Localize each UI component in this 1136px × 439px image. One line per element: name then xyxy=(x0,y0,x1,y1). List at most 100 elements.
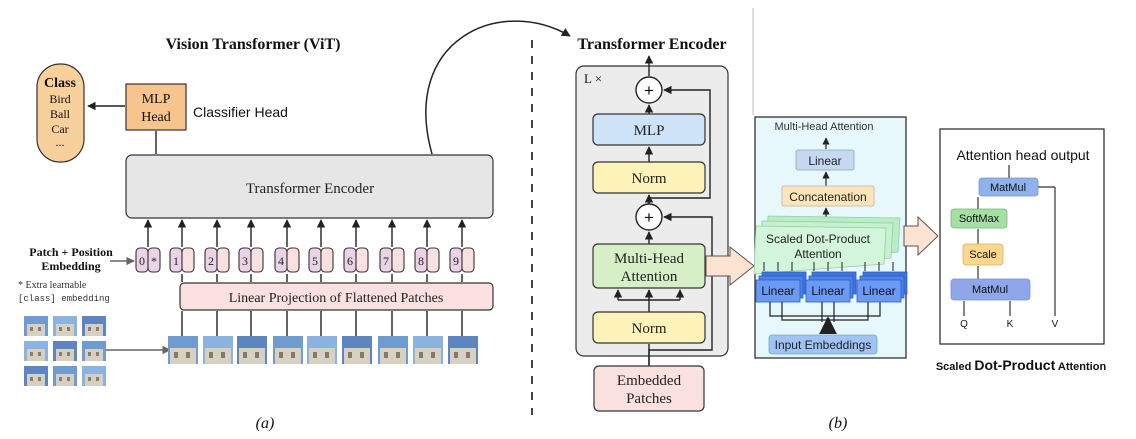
embedded-patches-box xyxy=(593,365,705,412)
thumb-window xyxy=(30,352,33,356)
patch-window xyxy=(174,352,178,358)
class-item: ... xyxy=(56,135,65,149)
patch-embedding xyxy=(147,247,161,273)
zoom-arrow-head xyxy=(903,215,939,257)
image-patch-thumbnail xyxy=(53,316,77,336)
classifier-head-label: Classifier Head xyxy=(193,104,288,120)
token-index: 6 xyxy=(347,254,353,268)
flattened-patch xyxy=(448,311,478,364)
sdpa-slab-front xyxy=(753,225,887,275)
patch-building xyxy=(415,348,441,364)
thumb-window xyxy=(38,377,41,381)
patch-window xyxy=(396,352,400,358)
patch-window xyxy=(255,352,259,358)
flattened-patch xyxy=(273,311,303,364)
mha-box xyxy=(592,243,706,289)
patch-building xyxy=(205,348,231,364)
patch-building xyxy=(309,348,335,364)
patch-window xyxy=(325,352,329,358)
mha-label-line2: Attention xyxy=(621,269,678,285)
image-patch-thumbnail xyxy=(24,341,48,361)
image-patch-thumbnail xyxy=(24,316,48,336)
thumb-window xyxy=(59,327,62,331)
add-symbol-top: + xyxy=(644,81,654,100)
norm-box-top xyxy=(592,161,706,194)
scale-box xyxy=(962,243,1004,266)
add-circle-top xyxy=(635,76,663,104)
mha-linear-top xyxy=(795,149,855,171)
patch-embedding xyxy=(181,247,195,273)
matmul-bottom-label: MatMul xyxy=(972,284,1008,296)
scale-label: Scale xyxy=(969,249,997,261)
extra-note-line1: * Extra learnable xyxy=(18,280,87,291)
patch-embedding xyxy=(320,247,334,273)
input-image-grid xyxy=(24,316,106,386)
linear-layer-label: Linear xyxy=(862,284,895,298)
vit-encoder-label: Transformer Encoder xyxy=(246,181,374,197)
input-embeddings-label: Input Embeddings xyxy=(775,338,872,352)
mlp-head-box xyxy=(125,83,187,131)
class-title: Class xyxy=(44,76,76,91)
flattened-patch xyxy=(168,311,198,364)
token-pair: 1 xyxy=(169,219,195,282)
thumb-building xyxy=(85,324,103,336)
flattened-patches-row xyxy=(168,311,478,364)
patch-window xyxy=(466,352,470,358)
embedded-patches-line1: Embedded xyxy=(617,373,682,389)
token-pair: 8 xyxy=(414,219,440,282)
caption-suffix: Attention xyxy=(1055,361,1106,373)
mha-panel-title: Multi-Head Attention xyxy=(774,121,873,133)
patch-window xyxy=(279,352,283,358)
matmul-bottom-box xyxy=(950,278,1031,301)
residual-connection-top xyxy=(648,85,711,203)
repeat-label: L × xyxy=(584,71,602,86)
image-patch-thumbnail xyxy=(53,366,77,386)
patch-building xyxy=(275,348,301,364)
concat-label: Concatenation xyxy=(789,190,866,204)
token-index: 8 xyxy=(418,254,424,268)
patch-building xyxy=(344,348,370,364)
head-panel-title: Attention head output xyxy=(956,147,1089,163)
patch-position-label-line2: Embedding xyxy=(41,259,100,273)
thumb-window xyxy=(59,377,62,381)
patch-window xyxy=(186,352,190,358)
mha-label-line1: Multi-Head xyxy=(614,251,684,267)
class-item: Car xyxy=(51,122,68,136)
thumb-window xyxy=(96,352,99,356)
linear-stack: Linear xyxy=(856,262,908,303)
image-patch-thumbnail xyxy=(82,366,106,386)
thumb-window xyxy=(38,352,41,356)
token-index: 3 xyxy=(242,254,248,268)
patch-window xyxy=(243,352,247,358)
sdpa-label-line2: Attention xyxy=(794,247,841,261)
thumb-window xyxy=(30,327,33,331)
input-embeddings-box xyxy=(768,334,878,355)
token-pair: 9 xyxy=(449,219,475,282)
thumb-window xyxy=(67,327,70,331)
mlp-box xyxy=(592,113,706,146)
attention-head-panel: Attention head output MatMul SoftMax Sca… xyxy=(936,128,1106,373)
concat-box xyxy=(781,185,875,207)
token-pair: 4 xyxy=(274,219,300,282)
patch-window xyxy=(431,352,435,358)
linear-projection-label: Linear Projection of Flattened Patches xyxy=(229,291,444,306)
token-index: 4 xyxy=(278,254,284,268)
linear-layer-front xyxy=(856,279,902,303)
patch-embedding xyxy=(286,247,300,273)
linear-layer-label: Linear xyxy=(811,284,844,298)
softmax-box xyxy=(950,208,1008,229)
caption-a: (a) xyxy=(256,415,275,432)
thumb-window xyxy=(88,327,91,331)
image-patch-thumbnail xyxy=(24,366,48,386)
class-item: Ball xyxy=(50,107,71,121)
caption-prefix: Scaled xyxy=(936,361,975,373)
linear-stack: Linear xyxy=(755,262,807,303)
token-pair: 2 xyxy=(204,219,230,282)
thumb-window xyxy=(59,352,62,356)
patch-window xyxy=(291,352,295,358)
flattened-patch xyxy=(237,311,267,364)
patch-window xyxy=(454,352,458,358)
patch-building xyxy=(239,348,265,364)
